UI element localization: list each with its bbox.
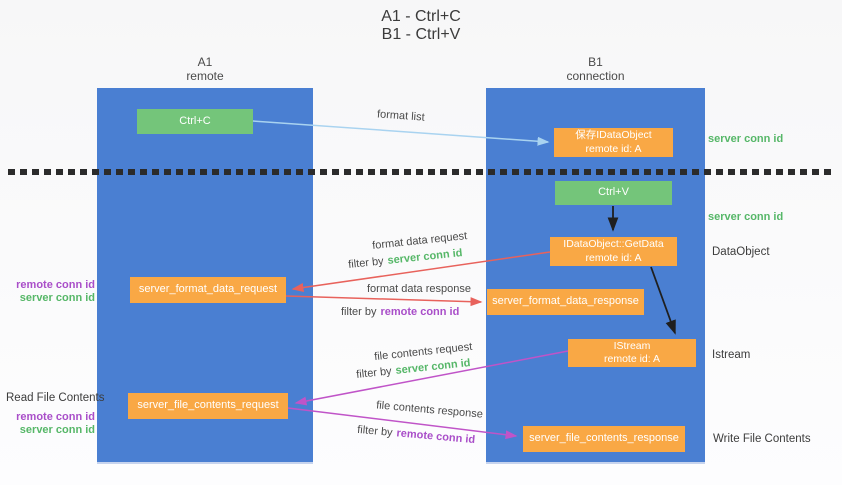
istream-node: IStream remote id: A (568, 339, 696, 367)
server-conn-id-text: server conn id (394, 357, 471, 377)
save-dataobject-line1: 保存IDataObject (575, 129, 652, 142)
format-list-label: format list (376, 108, 426, 124)
ctrl-v-label: Ctrl+V (598, 186, 629, 199)
server-format-data-request-label: server_format_data_request (138, 283, 278, 296)
getdata-node: IDataObject::GetData remote id: A (550, 237, 677, 266)
getdata-line1: IDataObject::GetData (563, 238, 664, 251)
server-format-data-response-label: server_format_data_response (492, 295, 639, 308)
remote-conn-id-text: remote conn id (16, 279, 95, 291)
title-line-1: A1 - Ctrl+C (381, 8, 461, 25)
filter-by-text: filter by (347, 255, 385, 271)
server-file-contents-request-label: server_file_contents_request (137, 399, 279, 412)
right-column-role: connection (566, 69, 625, 83)
remote-conn-id-text: remote conn id (16, 411, 95, 423)
server-conn-id-text: server conn id (19, 424, 95, 436)
file-request-conn-ids: remote conn id server conn id (0, 411, 95, 437)
filter-by-text: filter by (341, 306, 377, 318)
remote-conn-id-text: remote conn id (380, 306, 460, 318)
istream-line2: remote id: A (603, 353, 661, 365)
left-column-name: A1 (197, 55, 213, 69)
save-dataobject-node: 保存IDataObject remote id: A (554, 128, 673, 157)
server-conn-id-annotation-top: server conn id (708, 133, 784, 145)
filter-by-text: filter by (356, 423, 394, 439)
phase-divider-dotted-line (8, 169, 834, 175)
istream-annotation: Istream (712, 349, 751, 361)
server-format-data-request-node: server_format_data_request (130, 277, 286, 303)
ctrl-v-node: Ctrl+V (555, 181, 672, 205)
file-contents-response-label: file contents response (375, 399, 484, 421)
diagram-title: A1 - Ctrl+C B1 - Ctrl+V (0, 8, 842, 44)
server-format-data-response-node: server_format_data_response (487, 289, 644, 315)
write-file-contents-annotation: Write File Contents (713, 433, 811, 445)
format-request-conn-ids: remote conn id server conn id (0, 279, 95, 305)
server-conn-id-text: server conn id (19, 292, 95, 304)
read-file-contents-annotation: Read File Contents (6, 392, 105, 404)
server-file-contents-request-node: server_file_contents_request (128, 393, 288, 419)
server-file-contents-response-label: server_file_contents_response (529, 432, 679, 445)
ctrl-c-node: Ctrl+C (137, 109, 253, 134)
right-column-name: B1 (588, 55, 603, 69)
getdata-line2: remote id: A (585, 251, 642, 264)
server-file-contents-response-node: server_file_contents_response (523, 426, 685, 452)
right-column-header: B1 connection (486, 55, 705, 83)
dataobject-annotation: DataObject (712, 246, 770, 258)
format-data-response-arrow (285, 295, 483, 307)
ctrl-c-label: Ctrl+C (179, 114, 211, 127)
format-data-response-label: format data response (367, 283, 471, 295)
server-conn-id-annotation-mid: server conn id (708, 211, 784, 223)
remote-conn-id-text: remote conn id (396, 427, 476, 447)
istream-line1: IStream (613, 339, 651, 352)
title-line-2: B1 - Ctrl+V (381, 26, 461, 43)
save-dataobject-line2: remote id: A (585, 142, 642, 155)
left-column-header: A1 remote (97, 55, 313, 83)
left-column-role: remote (186, 69, 224, 83)
server-conn-id-text: server conn id (386, 247, 463, 267)
filter-by-text: filter by (355, 365, 393, 381)
